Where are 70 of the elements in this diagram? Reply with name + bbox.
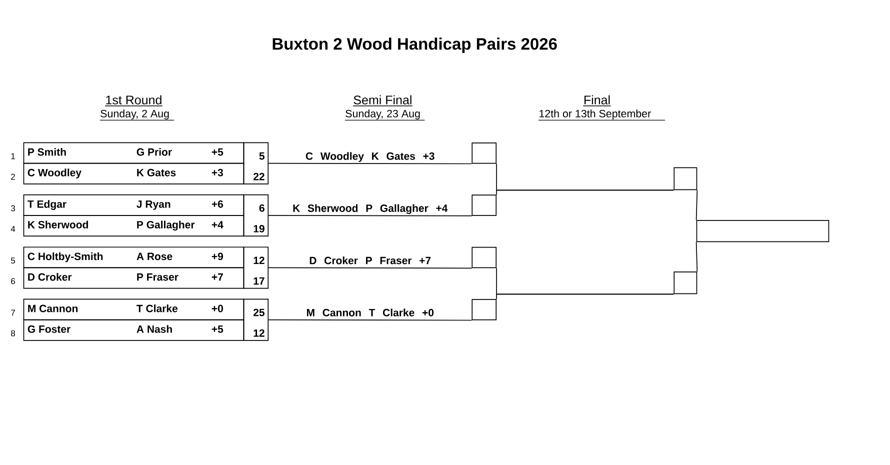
score-box [472, 299, 497, 320]
entry-row: C Woodley K Gates +3 [23, 162, 244, 184]
node-label: K Gates [137, 168, 176, 176]
node-label: +3 [212, 168, 224, 176]
node-label: +9 [212, 252, 224, 260]
node-label: P Smith [28, 148, 66, 156]
date-heading: Sunday, 2 Aug [100, 110, 174, 121]
node-label: P Gallagher [137, 220, 195, 231]
edge-label: C Woodley K Gates +3 [304, 152, 436, 163]
entry-row: P Smith G Prior +5 [23, 142, 244, 164]
round-heading: Final [582, 95, 612, 106]
score-box [674, 272, 698, 294]
node-label: C Woodley [28, 168, 82, 178]
row-number: 1 [11, 153, 15, 160]
score-box [472, 194, 497, 216]
row-number: 6 [11, 278, 15, 284]
row-number: 7 [11, 310, 15, 316]
entry-row: D Croker P Fraser +7 [23, 267, 244, 289]
node-label: T Edgar [28, 200, 66, 210]
score-box [472, 142, 497, 164]
round-heading: 1st Round [104, 95, 163, 106]
node-label: M Cannon [28, 304, 78, 312]
bracket-line [268, 215, 472, 216]
node-label: A Rose [136, 252, 172, 260]
bracket-line [268, 267, 472, 269]
edge-label: M Cannon T Clarke +0 [306, 308, 435, 317]
entry-row: G Foster A Nash +5 [23, 319, 244, 341]
score-box [674, 167, 698, 190]
node-label: +5 [212, 326, 224, 333]
date-heading: Sunday, 23 Aug [344, 110, 426, 121]
winner-box [696, 220, 830, 242]
title: Buxton 2 Wood Handicap Pairs 2026 [272, 38, 557, 54]
bracket-line [268, 319, 472, 321]
score-box: 12 17 [243, 246, 269, 289]
node-label: A Nash [136, 325, 172, 333]
node-label: C Holtby-Smith [28, 252, 103, 262]
row-number: 5 [11, 258, 16, 264]
round-heading: Semi Final [352, 95, 413, 106]
score-box [472, 246, 497, 268]
score-box: 25 12 [243, 298, 269, 341]
entry-row: M Cannon T Clarke +0 [23, 298, 244, 320]
node-label: J Ryan [136, 200, 170, 210]
node-label: +7 [212, 273, 223, 281]
score-box: 6 19 [243, 194, 269, 236]
node-label: G Foster [28, 325, 70, 333]
bracket-line [696, 190, 698, 220]
bracket-line [696, 242, 698, 272]
bracket-line [496, 190, 674, 196]
edge-label: D Croker P Fraser +7 [308, 256, 432, 265]
bracket-line [496, 294, 674, 300]
node-label: P Fraser [137, 273, 178, 281]
row-number: 8 [11, 330, 15, 336]
node-label: G Prior [136, 148, 172, 156]
entry-row: C Holtby-Smith A Rose +9 [23, 246, 244, 268]
node-label: +6 [212, 200, 224, 208]
node-label: T Clarke [136, 304, 178, 312]
entry-row: T Edgar J Ryan +6 [23, 194, 244, 216]
node-label: +4 [212, 221, 224, 228]
score-box: 5 22 [243, 142, 269, 184]
node-label: D Croker [28, 273, 72, 281]
row-number: 2 [11, 174, 15, 180]
edge-label: K Sherwood P Gallagher +4 [292, 204, 448, 215]
bracket-line [268, 162, 472, 164]
row-number: 4 [10, 226, 16, 232]
entry-row: K Sherwood P Gallagher +4 [23, 215, 244, 236]
date-heading: 12th or 13th September [538, 110, 666, 121]
node-label: +5 [212, 148, 224, 156]
row-number: 3 [10, 205, 15, 212]
node-label: K Sherwood [28, 220, 88, 228]
node-label: +0 [212, 304, 223, 312]
